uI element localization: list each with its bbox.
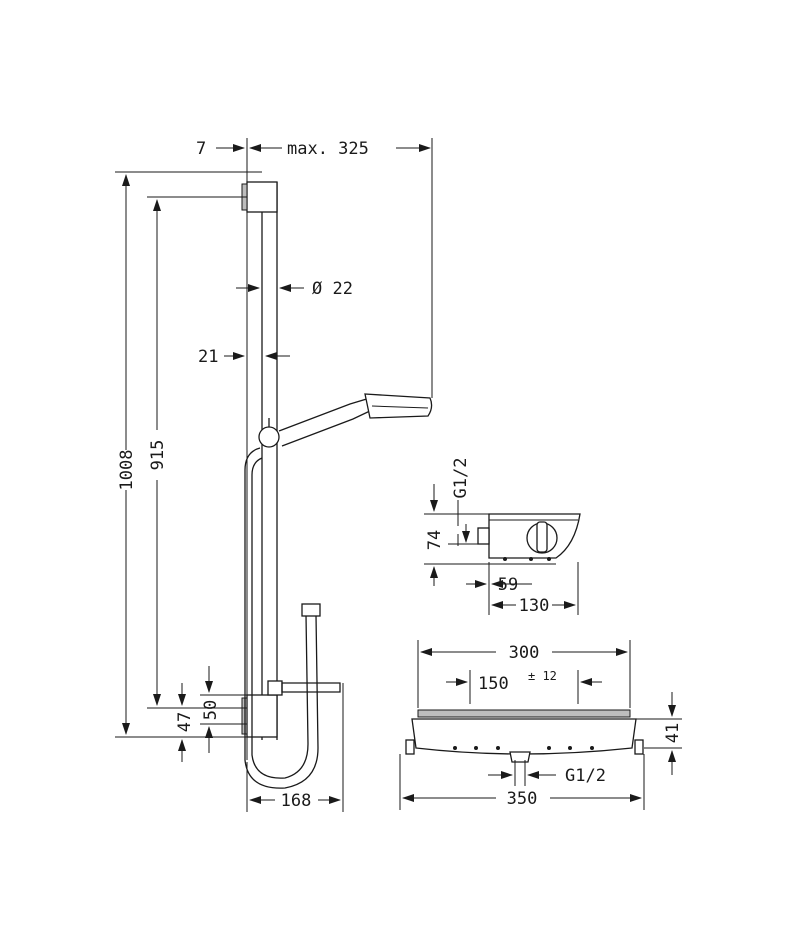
dim-1008-label: 1008 [117,450,137,491]
dim-21-label: 21 [198,347,218,367]
dim-59-label: 59 [498,575,518,595]
dim-350-label: 350 [507,789,538,809]
thermostat-front-dimensions [399,640,682,810]
dim-150-label: 150 [478,674,509,694]
dim-7-label: 7 [196,139,206,159]
dim-915-label: 915 [148,440,168,471]
thermostat-side-view [477,513,581,561]
dim-74-label: 74 [425,530,445,550]
dim-41-label: 41 [663,723,683,743]
rail-dimensions [115,138,433,812]
dim-tolerance-label: ± 12 [528,669,557,683]
dim-g12-top-label: G1/2 [451,458,471,499]
thermostat-front-view [405,709,644,763]
dim-168-label: 168 [281,791,312,811]
shower-rail-side-view [241,150,433,789]
thermostat-side-dimensions [424,484,579,615]
dim-g12-bottom-label: G1/2 [565,766,606,786]
dim-300-label: 300 [509,643,540,663]
dim-47-label: 47 [175,712,195,732]
dim-max325-label: max. 325 [287,139,369,159]
dim-130-label: 130 [519,596,550,616]
dim-50-label: 50 [201,700,221,720]
dim-dia22-label: Ø 22 [312,279,353,299]
